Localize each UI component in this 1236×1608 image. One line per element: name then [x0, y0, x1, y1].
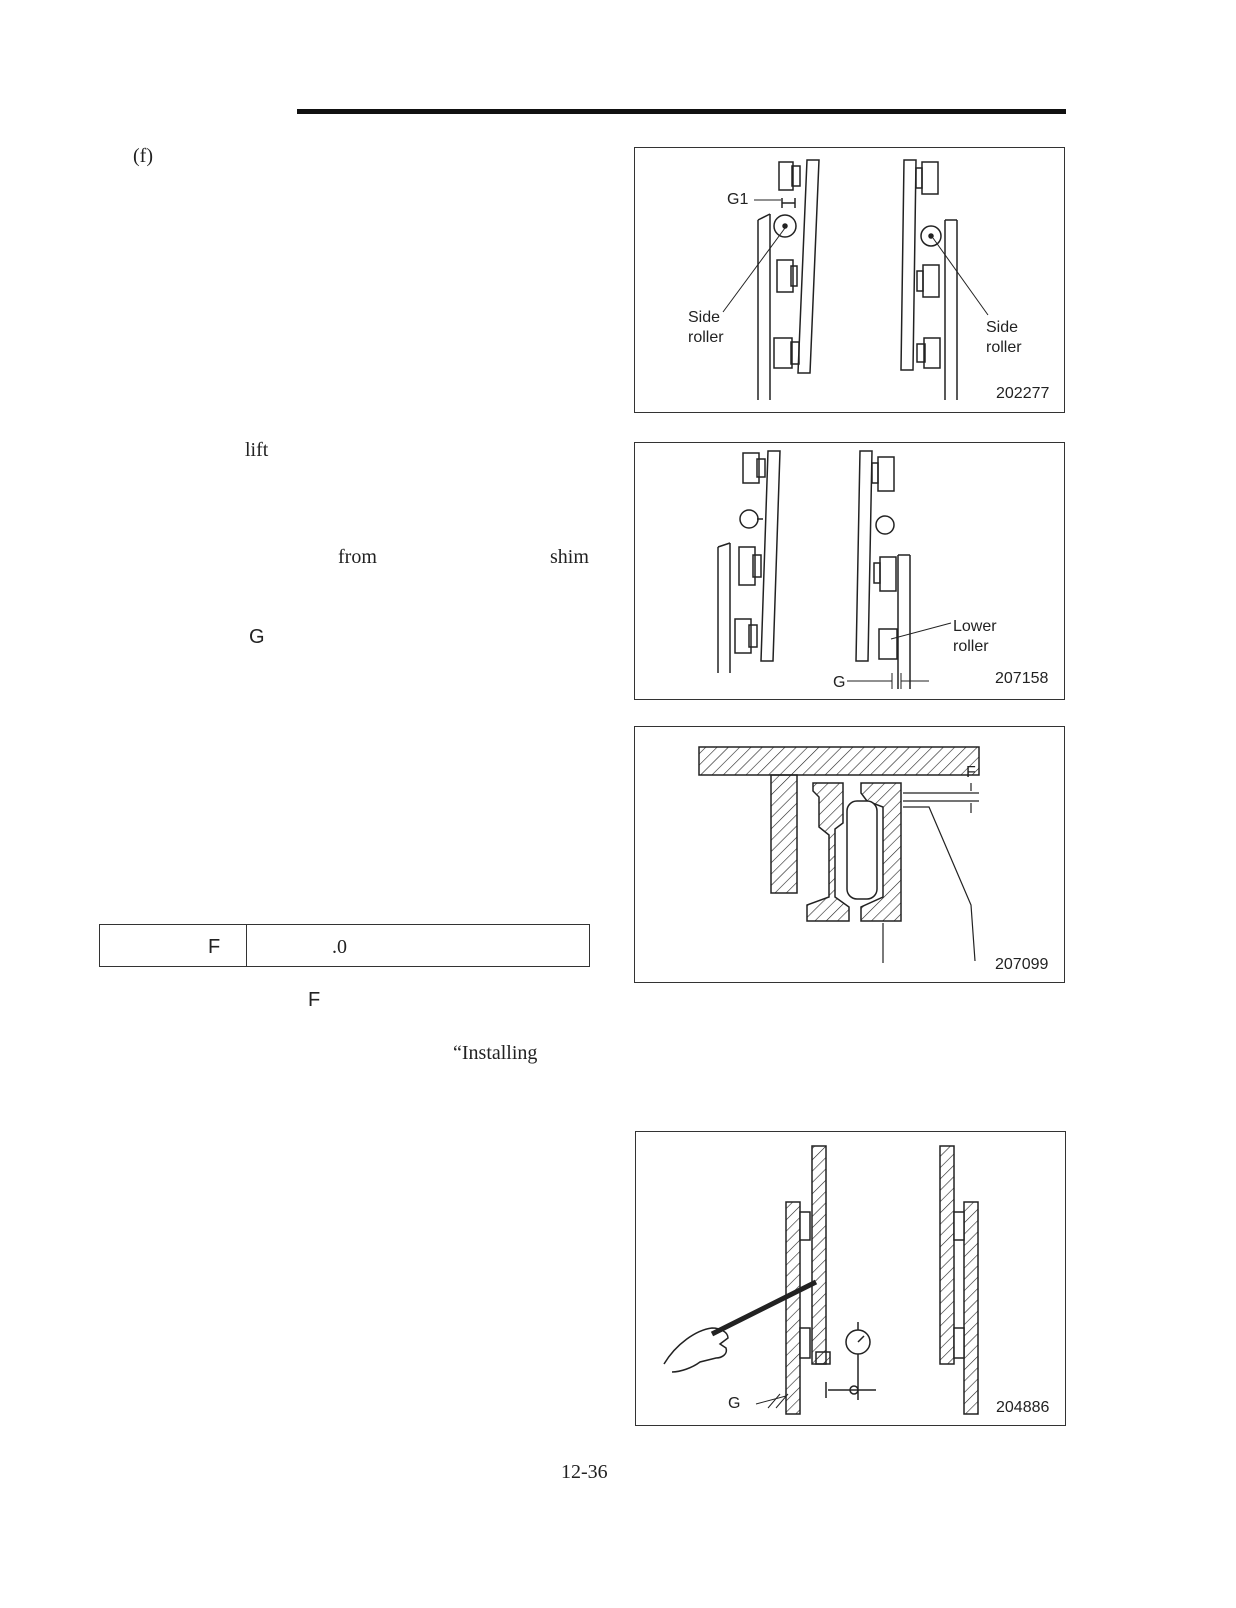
label-side-roller-left-2: roller	[688, 329, 724, 346]
gap-g-label: G	[249, 626, 265, 648]
figure-id-202277: 202277	[996, 385, 1049, 402]
label-g: G	[833, 674, 845, 691]
spec-table: F .0	[99, 924, 590, 967]
header-rule	[297, 109, 1066, 114]
label-side-roller-left-1: Side	[688, 309, 720, 326]
label-lower-roller-2: roller	[953, 638, 989, 655]
figure-side-roller-gap: G1 Side roller Side roller 202277	[634, 147, 1065, 413]
lower-roller-diagram: Lower roller G 207158	[717, 450, 1048, 691]
figure-dial-gauge-measurement: G 204886	[635, 1131, 1066, 1426]
word-from: from	[338, 546, 377, 568]
spec-table-value: .0	[332, 936, 347, 958]
dial-gauge-diagram: G 204886	[663, 1145, 1049, 1416]
label-lower-roller-1: Lower	[953, 618, 997, 635]
label-g: G	[728, 1395, 740, 1412]
word-installing: “Installing	[453, 1042, 538, 1064]
word-lift: lift	[245, 439, 269, 461]
side-roller-diagram: G1 Side roller Side roller 202277	[688, 159, 1049, 402]
label-f: F	[966, 764, 976, 781]
figure-id-207099: 207099	[995, 956, 1048, 973]
word-shim: shim	[550, 546, 589, 568]
label-side-roller-right-2: roller	[986, 339, 1022, 356]
clearance-diagram: F 207099	[698, 746, 1048, 973]
step-marker: (f)	[133, 145, 153, 167]
gap-f-label: F	[308, 989, 321, 1011]
spec-table-label: F	[208, 936, 221, 958]
figure-id-207158: 207158	[995, 670, 1048, 687]
figure-clearance-f: F 207099	[634, 726, 1065, 983]
page-number: 12-36	[561, 1461, 608, 1483]
figure-lower-roller-gap: Lower roller G 207158	[634, 442, 1065, 700]
spec-table-divider	[246, 925, 247, 966]
figure-id-204886: 204886	[996, 1399, 1049, 1416]
label-g1: G1	[727, 191, 748, 208]
label-side-roller-right-1: Side	[986, 319, 1018, 336]
